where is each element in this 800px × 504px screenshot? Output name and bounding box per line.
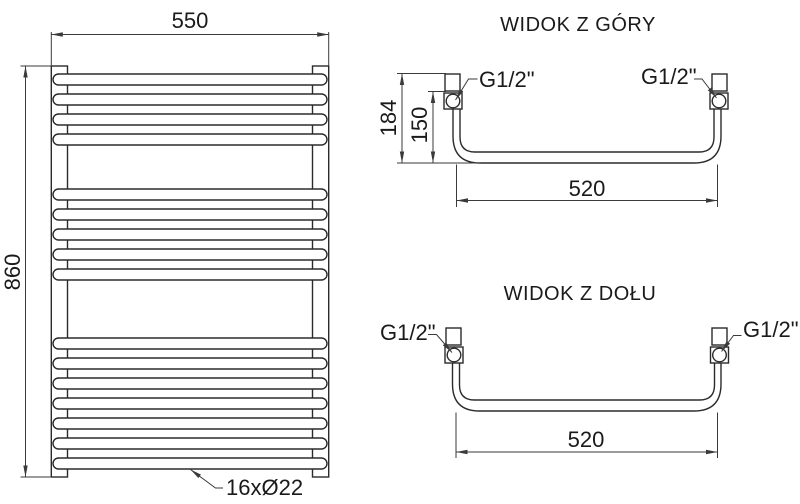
- dim-860-label: 860: [0, 254, 25, 291]
- tube-row: [52, 397, 328, 410]
- connection-label-right: G1/2": [743, 317, 799, 342]
- dimension-width: 550: [50, 8, 330, 66]
- fitting-left: [443, 73, 463, 110]
- tube-row: [52, 377, 328, 390]
- connection-label-left: G1/2": [479, 67, 535, 92]
- tube-row: [52, 437, 328, 450]
- nipple-left: [445, 327, 462, 346]
- nipple-right: [711, 73, 728, 92]
- bottom-view: WIDOK Z DOŁU G1/2" G1/2": [380, 283, 799, 458]
- leader-line: [190, 469, 223, 489]
- tube-row: [52, 188, 328, 201]
- tube-row: [52, 337, 328, 350]
- dimension-depth-total: 184: [376, 73, 481, 164]
- tube-row: [52, 457, 328, 470]
- tube-row: [52, 113, 328, 126]
- dim-520-top-label: 520: [569, 176, 606, 201]
- tube-row: [52, 133, 328, 146]
- nipple-right: [711, 327, 728, 346]
- dim-150-label: 150: [407, 107, 432, 144]
- pipe-inner-contour: [458, 363, 716, 401]
- tube-row: [52, 208, 328, 221]
- fitting-circle-left: [445, 93, 461, 109]
- connection-callout-left: G1/2": [455, 67, 535, 101]
- tube-row: [52, 93, 328, 106]
- bottom-view-title: WIDOK Z DOŁU: [504, 283, 657, 305]
- top-view-title: WIDOK Z GÓRY: [500, 13, 656, 36]
- dimension-depth-pipe: 150: [407, 91, 446, 163]
- tube-spec-label: 16xØ22: [226, 475, 303, 500]
- connection-label-left: G1/2": [380, 320, 436, 345]
- dim-184-label: 184: [376, 100, 401, 137]
- fitting-circle-right: [712, 347, 728, 363]
- tube-group-top: [52, 73, 328, 146]
- tube-row: [52, 357, 328, 370]
- leader-line: [428, 334, 453, 353]
- pipe-outer-contour: [452, 109, 722, 164]
- connection-callout-right: G1/2": [721, 317, 799, 352]
- dim-550-label: 550: [172, 8, 209, 33]
- pipe-outer-contour: [451, 363, 722, 412]
- connection-callout-left: G1/2": [380, 320, 453, 353]
- fitting-right: [709, 73, 729, 110]
- tube-spec-callout: 16xØ22: [190, 469, 303, 500]
- dim-520-bottom-label: 520: [568, 427, 605, 452]
- top-view: WIDOK Z GÓRY G1/2" G1/2": [376, 13, 729, 207]
- tube-row: [52, 268, 328, 281]
- dimension-connection-spacing-top: 520: [456, 164, 718, 207]
- tube-group-middle: [52, 188, 328, 281]
- tube-group-bottom: [52, 337, 328, 470]
- tube-row: [52, 248, 328, 261]
- fitting-circle-right: [711, 93, 727, 109]
- dimension-height: 860: [0, 65, 51, 478]
- pipe-inner-contour: [459, 109, 715, 153]
- tube-row: [52, 73, 328, 86]
- leader-line: [694, 78, 717, 99]
- leader-line: [721, 335, 742, 352]
- leader-line: [455, 78, 478, 101]
- fitting-left: [444, 327, 464, 364]
- nipple-left: [444, 73, 461, 92]
- tube-row: [52, 417, 328, 430]
- dimension-connection-spacing-bottom: 520: [455, 412, 718, 458]
- connection-callout-right: G1/2": [641, 64, 717, 99]
- fitting-circle-left: [446, 347, 462, 363]
- connection-label-right: G1/2": [641, 64, 697, 89]
- tube-row: [52, 228, 328, 241]
- front-view: 550 860 16xØ22: [0, 8, 330, 500]
